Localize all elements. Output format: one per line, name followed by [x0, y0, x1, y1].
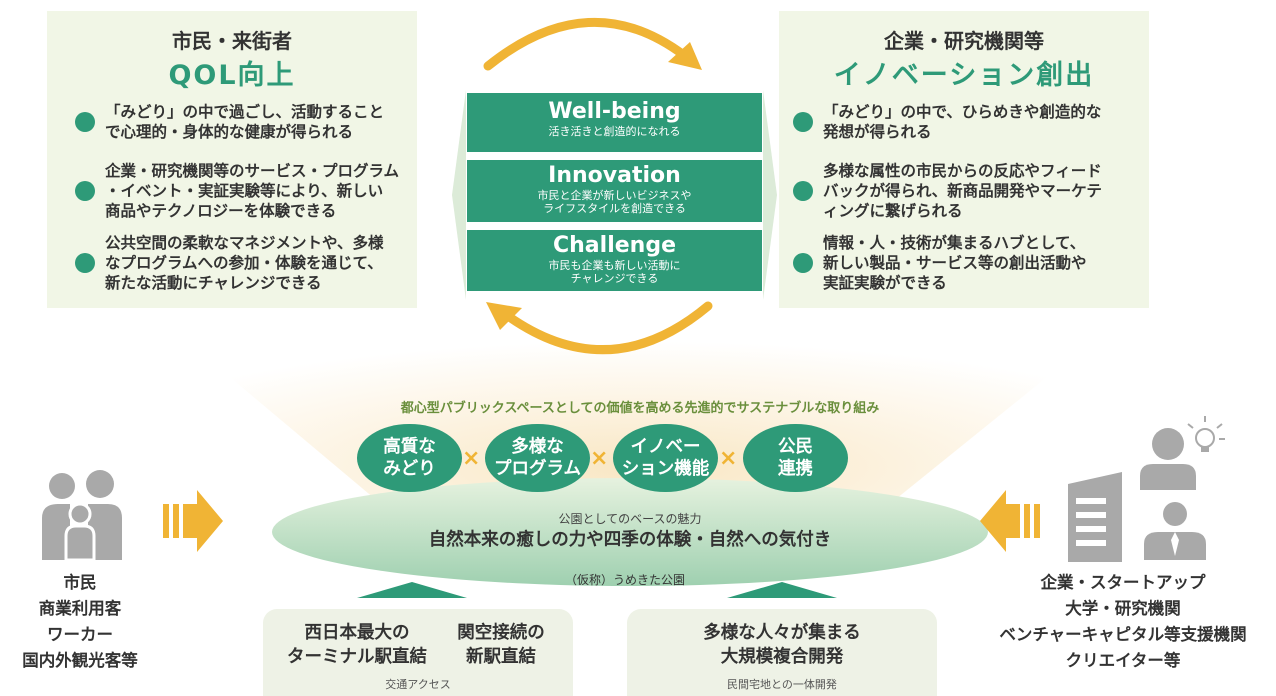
pill-diverse-programs: 多様な プログラム [485, 424, 590, 492]
initiative-caption: 都心型パブリックスペースとしての価値を高める先進的でサステナブルな取り組み [400, 401, 880, 416]
times-symbol: × [590, 446, 609, 471]
side-chevron-left [452, 90, 466, 300]
left-bullet-1: 「みどり」の中で過ごし、活動すること で心理的・身体的な健康が得られる [75, 102, 401, 142]
base-caption: 公園としてのベースの魅力 [558, 512, 702, 526]
value-box-wellbeing: Well-being 活き活きと創造的になれる [467, 93, 762, 152]
bullet-icon [75, 181, 95, 201]
development-item: 多様な人々が集まる 大規模複合開発 [703, 623, 861, 667]
right-bullet-3: 情報・人・技術が集まるハブとして、 新しい製品・サービス等の創出活動や 実証実験… [793, 233, 1133, 293]
park-name: （仮称）うめきた公園 [564, 573, 685, 587]
triangle-right [727, 582, 837, 598]
citizen-label: 市民 [63, 573, 97, 592]
citizen-label: 商業利用客 [38, 599, 122, 618]
access-item-1: 西日本最大の ターミナル駅直結 [287, 623, 427, 667]
pill-public-private: 公民 連携 [743, 424, 848, 492]
left-bullet-3: 公共空間の柔軟なマネジメントや、多様 なプログラムへの参加・体験を通じて、 新た… [75, 233, 401, 293]
left-panel-subtitle: 市民・来街者 [172, 29, 292, 53]
company-label: ベンチャーキャピタル等支援機関 [999, 625, 1247, 644]
bullet-icon [793, 181, 813, 201]
inflow-arrow-left-icon [163, 490, 223, 552]
side-chevron-right [763, 90, 777, 300]
citizen-label: 国内外観光客等 [22, 651, 138, 670]
triangle-left [357, 582, 467, 598]
building-icon [1068, 472, 1122, 562]
right-panel-subtitle: 企業・研究機関等 [884, 29, 1044, 53]
family-icon [42, 470, 122, 560]
inflow-arrow-right-icon [980, 490, 1040, 552]
bottom-box-access: 西日本最大の ターミナル駅直結 関空接続の 新駅直結 交通アクセス [263, 609, 573, 696]
citizens-list: 市民 商業利用客 ワーカー 国内外観光客等 [0, 570, 160, 674]
right-panel: 企業・研究機関等 イノベーション創出 「みどり」の中で、ひらめきや創造的な 発想… [779, 11, 1149, 308]
bullet-icon [75, 112, 95, 132]
right-bullet-2: 多様な属性の市民からの反応やフィード バックが得られ、新商品開発やマーケテ ィン… [793, 161, 1133, 221]
left-panel-title: QOL向上 [168, 60, 296, 91]
base-ellipse [272, 478, 988, 586]
bottom-box-development: 多様な人々が集まる 大規模複合開発 民間宅地との一体開発 [627, 609, 937, 696]
value-box-challenge: Challenge 市民も企業も新しい活動に チャレンジできる [467, 230, 762, 291]
base-title: 自然本来の癒しの力や四季の体験・自然への気付き [428, 530, 832, 550]
company-label: 大学・研究機関 [1065, 599, 1181, 618]
person-lightbulb-icon [1140, 416, 1225, 490]
cycle-arrow-bottom-icon [486, 301, 713, 355]
company-label: 企業・スタートアップ [1040, 573, 1206, 592]
times-symbol: × [719, 446, 738, 471]
right-bullet-1: 「みどり」の中で、ひらめきや創造的な 発想が得られる [793, 102, 1133, 142]
bullet-icon [793, 112, 813, 132]
pill-quality-green: 高質な みどり [357, 424, 462, 492]
cycle-arrow-top-icon [483, 17, 702, 71]
access-caption: 交通アクセス [385, 678, 451, 691]
companies-list: 企業・スタートアップ 大学・研究機関 ベンチャーキャピタル等支援機関 クリエイタ… [970, 570, 1276, 674]
value-box-innovation: Innovation 市民と企業が新しいビジネスや ライフスタイルを創造できる [467, 160, 762, 222]
access-item-2: 関空接続の 新駅直結 [457, 623, 545, 667]
pill-innovation-function: イノベー ション機能 [613, 424, 718, 492]
bullet-icon [75, 253, 95, 273]
times-symbol: × [462, 446, 481, 471]
person-icon [1144, 502, 1206, 560]
company-label: クリエイター等 [1065, 651, 1181, 670]
citizen-label: ワーカー [47, 625, 113, 644]
left-panel: 市民・来街者 QOL向上 「みどり」の中で過ごし、活動すること で心理的・身体的… [47, 11, 417, 308]
bullet-icon [793, 253, 813, 273]
development-caption: 民間宅地との一体開発 [727, 678, 837, 691]
left-bullet-2: 企業・研究機関等のサービス・プログラム ・イベント・実証実験等により、新しい 商… [75, 161, 401, 221]
right-panel-title: イノベーション創出 [833, 60, 1095, 91]
